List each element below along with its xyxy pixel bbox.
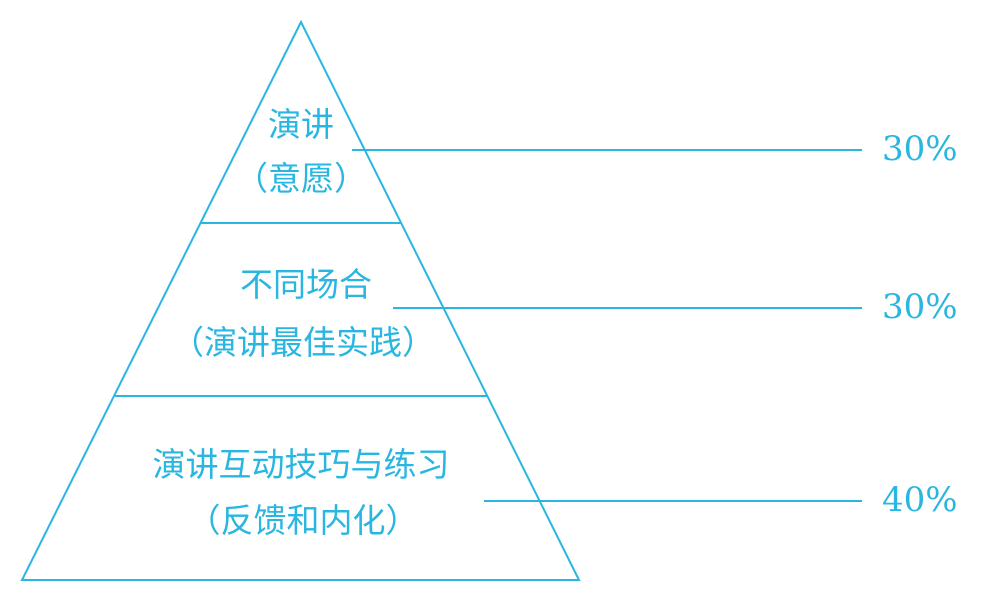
tier-2-subtitle: （演讲最佳实践） (171, 323, 435, 362)
tier-3-percent: 40% (882, 480, 958, 520)
tier-2-title: 不同场合 (240, 265, 372, 304)
tier-2-percent: 30% (882, 287, 958, 327)
pyramid-outline (20, 19, 581, 581)
tier-1-title: 演讲 (268, 105, 334, 144)
tier-3-title: 演讲互动技巧与练习 (153, 445, 450, 484)
tier-1-subtitle: （意愿） (235, 159, 367, 198)
tier-1-percent: 30% (882, 129, 958, 169)
tier-3-subtitle: （反馈和内化） (188, 501, 419, 540)
